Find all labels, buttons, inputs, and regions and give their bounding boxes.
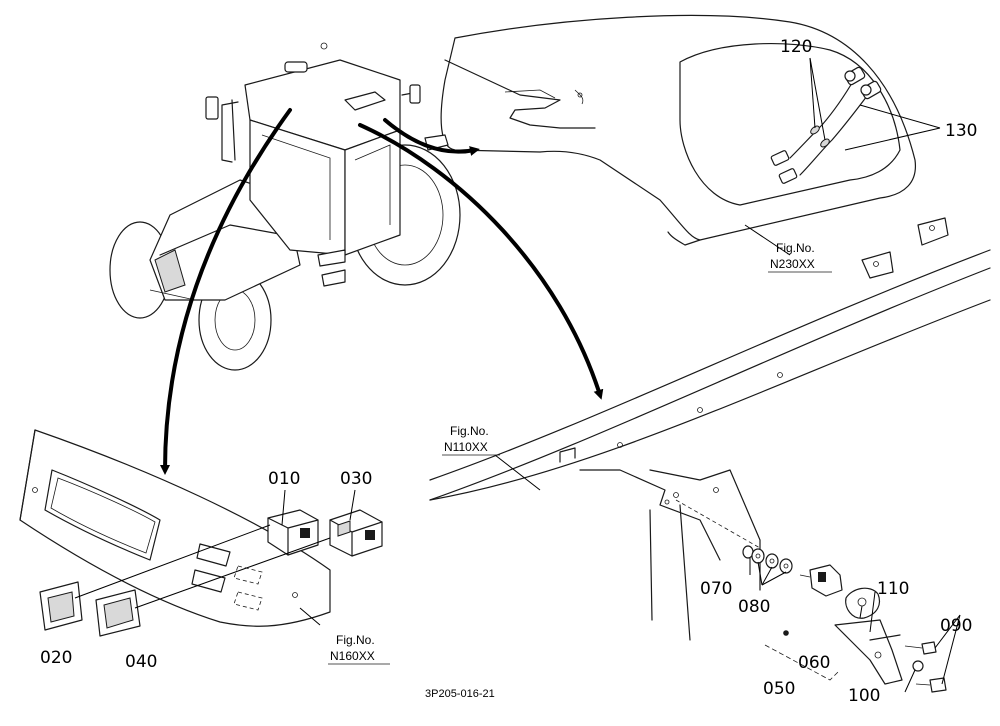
fig-code-panel: N160XX xyxy=(330,649,375,663)
figure-ref-roof: Fig.No. N230XX xyxy=(768,241,832,273)
switch-bezels xyxy=(39,581,141,637)
fig-label-frame: Fig.No. xyxy=(450,424,489,438)
label-080: 080 xyxy=(738,597,770,617)
harness-icon xyxy=(770,66,882,184)
roof-bracket-tabs xyxy=(861,217,949,279)
label-090: 090 xyxy=(940,616,972,636)
leader-lines xyxy=(74,57,961,693)
label-060: 060 xyxy=(798,653,830,673)
part-labels: 010 030 020 040 120 130 070 080 110 090 … xyxy=(40,37,977,706)
label-050: 050 xyxy=(763,679,795,699)
switch-icon xyxy=(267,509,383,557)
label-120: 120 xyxy=(780,37,812,57)
roof-panel xyxy=(440,14,917,246)
label-110: 110 xyxy=(877,579,909,599)
label-020: 020 xyxy=(40,648,72,668)
drawing-code: 3P205-016-21 xyxy=(425,688,495,700)
switch-panel xyxy=(19,429,331,627)
fig-label-roof: Fig.No. xyxy=(776,241,815,255)
fig-code-frame: N110XX xyxy=(444,440,488,454)
label-030: 030 xyxy=(340,469,372,489)
figure-ref-frame: Fig.No. N110XX xyxy=(442,424,500,456)
figure-ref-panel: Fig.No. N160XX xyxy=(328,633,390,665)
lamp-bracket-icon xyxy=(764,564,947,693)
label-040: 040 xyxy=(125,652,157,672)
washers-070-080 xyxy=(675,499,793,574)
label-100: 100 xyxy=(848,686,880,706)
label-130: 130 xyxy=(945,121,977,141)
tractor-illustration xyxy=(109,42,461,371)
callout-arrows xyxy=(160,108,604,475)
label-010: 010 xyxy=(268,469,300,489)
fig-code-roof: N230XX xyxy=(770,257,815,271)
fig-label-panel: Fig.No. xyxy=(336,633,375,647)
label-070: 070 xyxy=(700,579,732,599)
